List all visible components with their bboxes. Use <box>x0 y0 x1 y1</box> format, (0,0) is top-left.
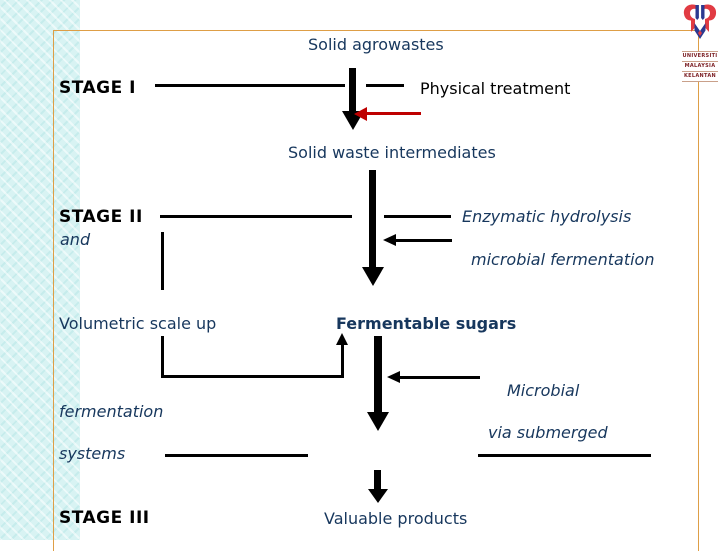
stage2-connector-right <box>384 215 451 218</box>
label-microbial: Microbial <box>507 381 580 400</box>
scaleup-bracket-horizontal <box>161 375 344 378</box>
fermentation-arrow-head <box>383 234 396 246</box>
stage1-connector-right <box>366 84 404 87</box>
systems-connector <box>165 454 308 457</box>
label-via-submerged: via submerged <box>488 423 608 442</box>
red-arrow-shaft <box>366 112 421 115</box>
submerged-underline <box>478 454 651 457</box>
microbial-arrow-shaft <box>400 376 480 379</box>
slide-content-frame <box>53 30 699 551</box>
fermentation-arrow-shaft <box>396 239 452 242</box>
label-fermentable-sugars: Fermentable sugars <box>336 314 517 333</box>
arrow-down-stage2-shaft <box>369 170 376 268</box>
scaleup-return-arrow-head <box>336 333 348 345</box>
university-logo: UNIVERSITI MALAYSIA KELANTAN <box>682 3 718 82</box>
left-texture-band <box>0 0 80 540</box>
label-fermentation: fermentation <box>59 402 164 421</box>
logo-text-kelantan: KELANTAN <box>682 72 718 82</box>
microbial-arrow-head <box>387 371 400 383</box>
label-solid-waste-intermediates: Solid waste intermediates <box>288 143 496 162</box>
label-volumetric-scale-up: Volumetric scale up <box>59 314 217 333</box>
university-emblem-icon <box>683 4 717 39</box>
logo-text-malaysia: MALAYSIA <box>682 62 718 72</box>
label-stage-2: STAGE II <box>59 207 143 227</box>
logo-text-universiti: UNIVERSITI <box>682 51 718 62</box>
label-enzymatic-hydrolysis: Enzymatic hydrolysis <box>462 207 632 226</box>
scaleup-return-shaft <box>341 345 344 376</box>
label-valuable-products: Valuable products <box>324 509 468 528</box>
label-stage-3: STAGE III <box>59 508 150 528</box>
arrow-down-stage2-head <box>362 267 384 286</box>
label-solid-agrowastes: Solid agrowastes <box>308 35 444 54</box>
label-and: and <box>60 230 91 249</box>
scaleup-connector-bottom <box>161 336 164 378</box>
arrow-down-stage3-head <box>367 412 389 431</box>
stage2-connector-left <box>160 215 352 218</box>
arrow-down-stage3-shaft <box>374 336 382 413</box>
arrow-down-final-head <box>368 489 388 503</box>
stage1-connector-left <box>155 84 345 87</box>
label-stage-1: STAGE I <box>59 78 136 98</box>
label-physical-treatment: Physical treatment <box>420 79 571 98</box>
label-microbial-fermentation: microbial fermentation <box>471 250 655 269</box>
label-systems: systems <box>59 444 126 463</box>
arrow-down-stage1-shaft <box>349 68 356 112</box>
red-arrow-head <box>354 107 367 121</box>
arrow-down-final-shaft <box>374 470 381 490</box>
scaleup-connector-top <box>161 232 164 290</box>
